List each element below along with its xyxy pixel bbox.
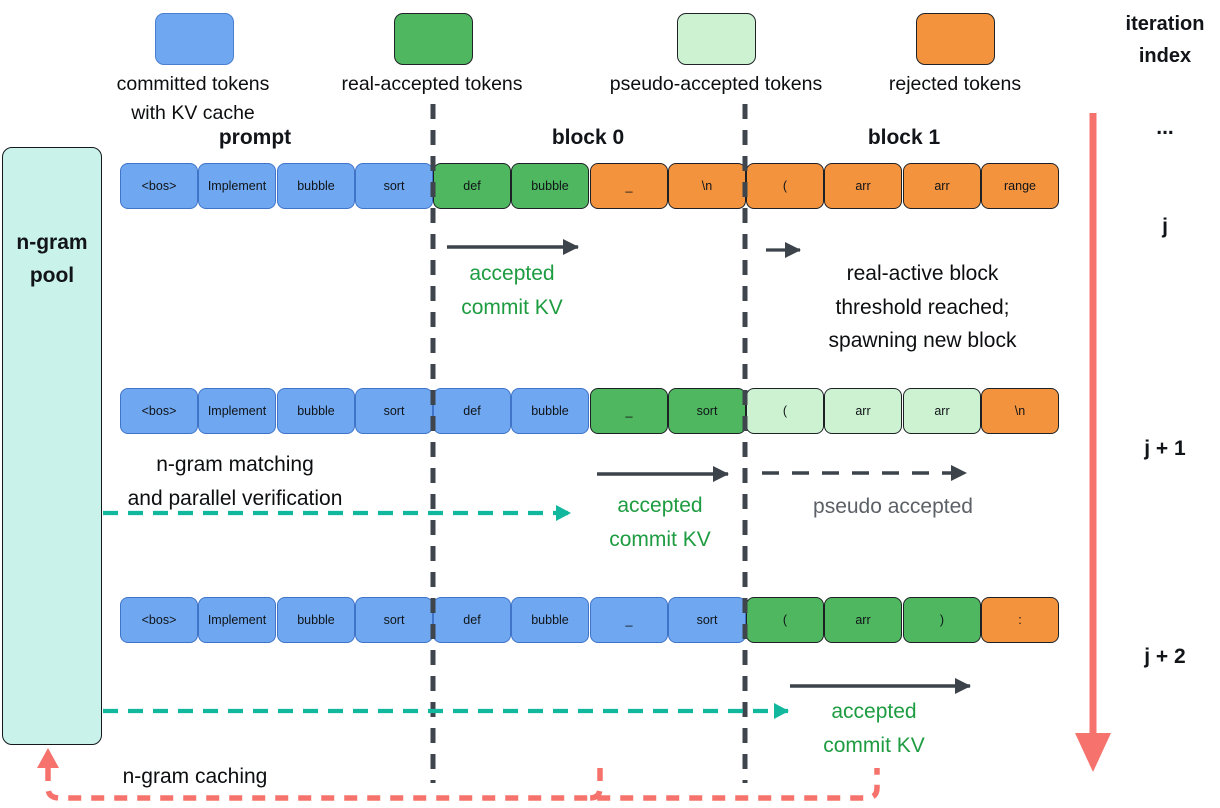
ngram-pool-box: n-gram pool [2,147,102,745]
legend-swatch-pseudo-accepted [677,13,756,65]
token: : [981,597,1059,643]
note-accepted-commit-kv-j2: accepted commit KV [823,700,925,757]
legend-swatch-rejected [916,13,995,65]
legend-label-pseudo-accepted: pseudo-accepted tokens [609,73,823,95]
token: def [433,163,511,209]
iteration-label-j: j [1162,215,1168,238]
note-accepted-commit-kv-j1: accepted commit KV [609,494,711,551]
token: arr [824,163,902,209]
token: arr [903,163,981,209]
token: def [433,388,511,434]
note-ngram-matching: n-gram matching and parallel verificatio… [127,453,343,510]
header-prompt: prompt [218,126,292,149]
legend-swatch-real-accepted [394,13,473,65]
note-ngram-caching: n-gram caching [122,765,268,788]
iteration-label-j2: j + 2 [1144,645,1186,668]
token: Implement [198,388,276,434]
iteration-label-ellipsis: ... [1156,116,1174,139]
iteration-label-j1: j + 1 [1144,437,1186,460]
token: bubble [511,597,589,643]
token: arr [903,388,981,434]
token: _ [590,163,668,209]
token: range [981,163,1059,209]
legend-swatch-committed [155,13,234,65]
token: ( [746,597,824,643]
token: ( [746,163,824,209]
token: Implement [198,597,276,643]
token: sort [355,163,433,209]
legend-label-real-accepted: real-accepted tokens [341,73,523,95]
iteration-index-heading: iteration index [1125,13,1205,67]
token: <bos> [120,388,198,434]
token: ) [903,597,981,643]
header-block0: block 0 [551,126,625,149]
token: sort [668,597,746,643]
token: _ [590,388,668,434]
header-block1: block 1 [867,126,941,149]
token: bubble [277,388,355,434]
token: sort [668,388,746,434]
token: bubble [511,388,589,434]
token: sort [355,388,433,434]
note-accepted-commit-kv-j: accepted commit KV [461,262,563,319]
token: def [433,597,511,643]
token: bubble [511,163,589,209]
token: <bos> [120,163,198,209]
token: _ [590,597,668,643]
token: bubble [277,163,355,209]
token: \n [981,388,1059,434]
iteration-arrow-head [1075,733,1111,772]
token: ( [746,388,824,434]
token: arr [824,388,902,434]
ngram-caching-riser [589,768,603,801]
token: Implement [198,163,276,209]
ngram-pool-label: n-gram pool [16,231,88,287]
token: arr [824,597,902,643]
token: bubble [277,597,355,643]
legend-label-rejected: rejected tokens [888,73,1022,95]
legend-label-committed: committed tokens with KV cache [116,73,270,124]
token: \n [668,163,746,209]
token: sort [355,597,433,643]
note-pseudo-accepted: pseudo accepted [813,495,973,518]
token: <bos> [120,597,198,643]
note-real-active-block: real-active block threshold reached; spa… [828,262,1017,352]
ngram-caching-arrow-head [37,748,59,768]
